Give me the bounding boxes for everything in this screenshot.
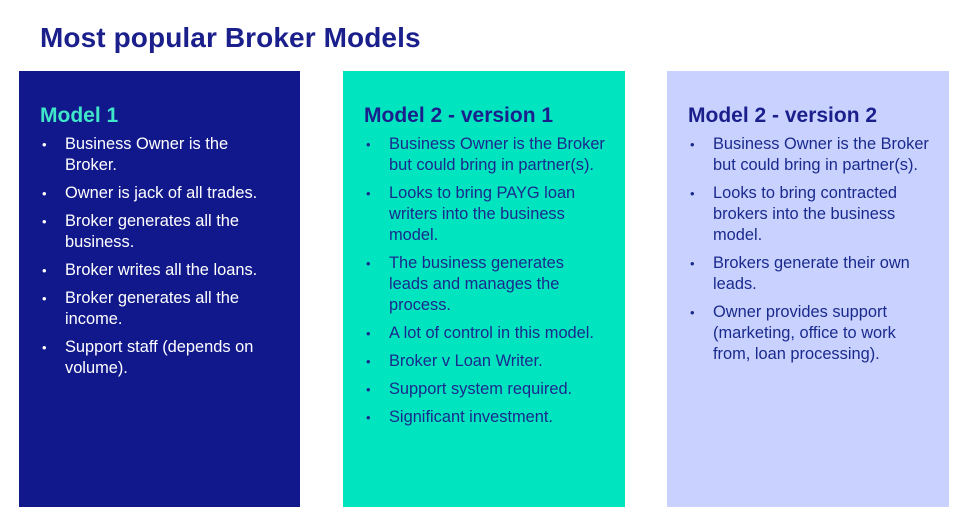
bullet-item: Business Owner is the Broker but could b… bbox=[364, 134, 607, 176]
bullet-item: Owner is jack of all trades. bbox=[40, 183, 282, 204]
bullet-item: Looks to bring PAYG loan writers into th… bbox=[364, 183, 607, 246]
card-heading: Model 1 bbox=[40, 104, 119, 127]
bullet-item: Business Owner is the Broker but could b… bbox=[688, 134, 931, 176]
bullet-item: The business generates leads and manages… bbox=[364, 253, 607, 316]
bullet-item: Brokers generate their own leads. bbox=[688, 253, 931, 295]
page-title: Most popular Broker Models bbox=[40, 22, 421, 53]
bullet-item: Broker v Loan Writer. bbox=[364, 351, 607, 372]
bullet-item: Support system required. bbox=[364, 379, 607, 400]
bullet-item: Support staff (depends on volume). bbox=[40, 337, 282, 379]
bullet-item: Looks to bring contracted brokers into t… bbox=[688, 183, 931, 246]
bullet-item: Significant investment. bbox=[364, 407, 607, 428]
card-heading: Model 2 - version 1 bbox=[364, 104, 554, 127]
bullet-item: A lot of control in this model. bbox=[364, 323, 607, 344]
bullet-item: Broker writes all the loans. bbox=[40, 260, 282, 281]
model-2-version-1-card: Model 2 - version 1 Business Owner is th… bbox=[343, 71, 625, 507]
model-2-version-2-card: Model 2 - version 2 Business Owner is th… bbox=[667, 71, 949, 507]
bullet-list: Business Owner is the Broker but could b… bbox=[688, 134, 931, 365]
bullet-item: Broker generates all the income. bbox=[40, 288, 282, 330]
bullet-item: Broker generates all the business. bbox=[40, 211, 282, 253]
card-heading: Model 2 - version 2 bbox=[688, 104, 878, 127]
model-1-card: Model 1 Business Owner is the Broker. Ow… bbox=[19, 71, 300, 507]
bullet-list: Business Owner is the Broker. Owner is j… bbox=[40, 134, 282, 379]
bullet-list: Business Owner is the Broker but could b… bbox=[364, 134, 607, 428]
bullet-item: Owner provides support (marketing, offic… bbox=[688, 302, 931, 365]
bullet-item: Business Owner is the Broker. bbox=[40, 134, 282, 176]
